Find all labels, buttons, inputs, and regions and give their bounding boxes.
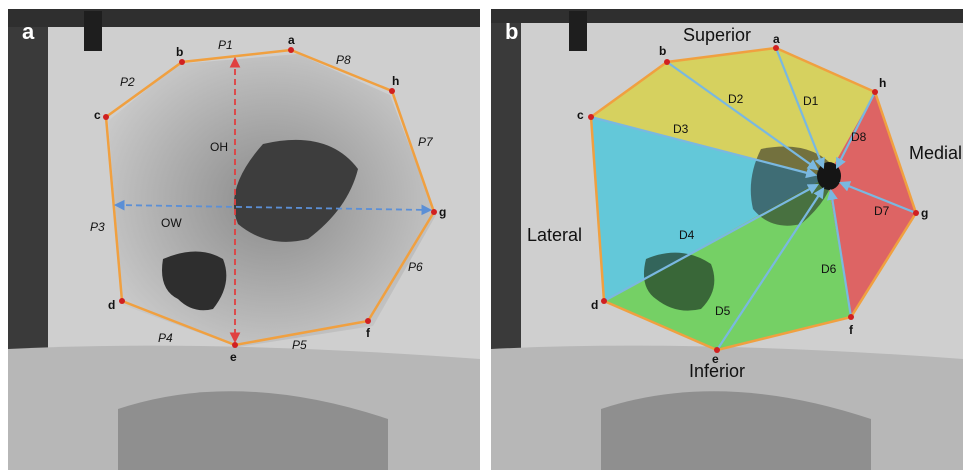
point-g [913, 210, 919, 216]
panel-letter-b: b [505, 19, 518, 45]
label-P4: P4 [158, 331, 173, 345]
spring-detail [84, 11, 102, 51]
point-h [389, 88, 395, 94]
label-point-b: b [176, 45, 183, 59]
label-point-g: g [921, 206, 928, 220]
spring-detail [569, 11, 587, 51]
point-g [431, 209, 437, 215]
label-D5: D5 [715, 304, 731, 318]
point-f [848, 314, 854, 320]
label-point-d: d [108, 298, 115, 312]
label-D8: D8 [851, 130, 867, 144]
label-P1: P1 [218, 38, 233, 52]
top-dark-edge [491, 9, 963, 23]
point-h [872, 89, 878, 95]
label-point-h: h [879, 76, 886, 90]
label-point-a: a [773, 32, 780, 46]
point-c [588, 114, 594, 120]
top-dark-edge [8, 9, 480, 27]
label-P3: P3 [90, 220, 105, 234]
label-point-c: c [94, 108, 101, 122]
label-point-a: a [288, 33, 295, 47]
point-d [119, 298, 125, 304]
label-point-e: e [230, 350, 237, 364]
panel-b: a b c d e f g h D1 D2 D3 D4 D5 D6 D7 D8 … [491, 9, 963, 470]
panel-b-figure: a b c d e f g h D1 D2 D3 D4 D5 D6 D7 D8 … [491, 9, 963, 470]
label-inferior: Inferior [689, 361, 745, 381]
label-P5: P5 [292, 338, 307, 352]
label-D2: D2 [728, 92, 744, 106]
label-P2: P2 [120, 75, 135, 89]
point-d [601, 298, 607, 304]
label-P8: P8 [336, 53, 351, 67]
label-P6: P6 [408, 260, 423, 274]
label-OH: OH [210, 140, 228, 154]
label-point-b: b [659, 44, 666, 58]
point-c [103, 114, 109, 120]
label-D4: D4 [679, 228, 695, 242]
label-D7: D7 [874, 204, 890, 218]
label-OW: OW [161, 216, 182, 230]
panel-a-figure: a b c d e f g h P1 P2 P3 P4 P5 P6 P7 P8 … [8, 9, 480, 470]
label-superior: Superior [683, 25, 751, 45]
label-point-d: d [591, 298, 598, 312]
point-f [365, 318, 371, 324]
point-e [232, 342, 238, 348]
point-b [179, 59, 185, 65]
point-b [664, 59, 670, 65]
label-medial: Medial [909, 143, 962, 163]
panel-a: a b c d e f g h P1 P2 P3 P4 P5 P6 P7 P8 … [8, 9, 480, 470]
label-point-h: h [392, 74, 399, 88]
label-point-c: c [577, 108, 584, 122]
label-D1: D1 [803, 94, 819, 108]
panel-letter-a: a [22, 19, 34, 45]
label-lateral: Lateral [527, 225, 582, 245]
label-D6: D6 [821, 262, 837, 276]
label-D3: D3 [673, 122, 689, 136]
label-P7: P7 [418, 135, 434, 149]
point-a [288, 47, 294, 53]
label-point-g: g [439, 205, 446, 219]
